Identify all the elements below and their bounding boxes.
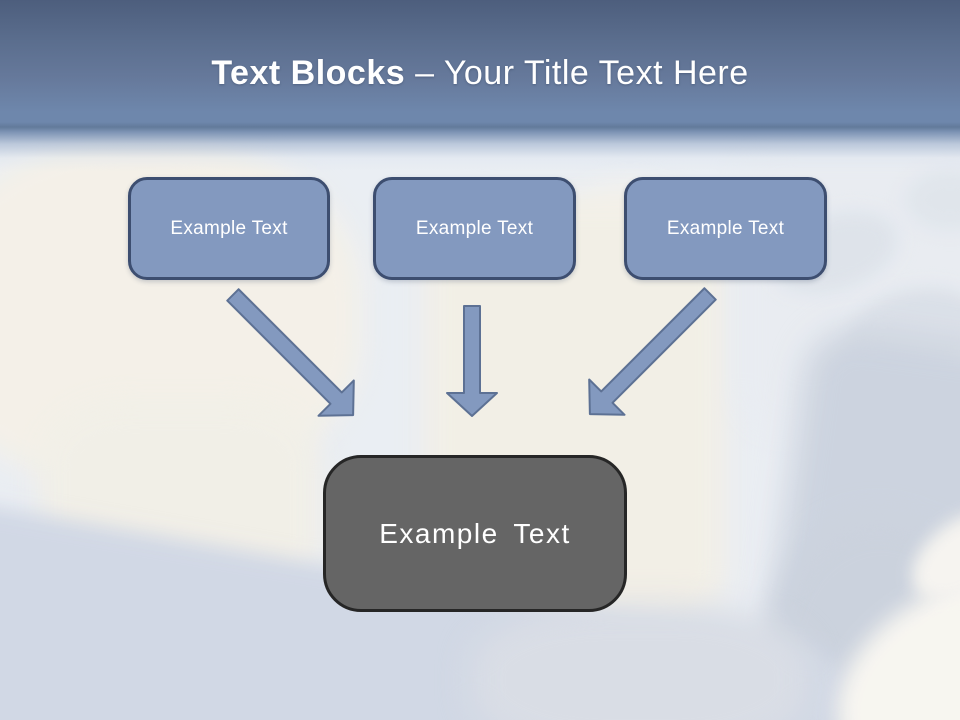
- text-block-2-label: Example Text: [415, 217, 534, 239]
- arrow-down-right-icon: [214, 276, 372, 434]
- text-block-2: Example Text: [373, 177, 576, 280]
- slide-title: Text Blocks – Your Title Text Here: [0, 54, 960, 92]
- text-block-3: Example Text: [624, 177, 827, 280]
- slide-title-bold: Text Blocks: [211, 54, 406, 92]
- center-text-block-label: Example Text: [379, 517, 571, 549]
- header-band: [0, 0, 960, 172]
- slide-title-rest: – Your Title Text Here: [415, 54, 749, 92]
- arrow-down-left-icon: [571, 275, 729, 433]
- bg-photo-shape: [470, 605, 810, 720]
- text-block-1: Example Text: [128, 177, 330, 280]
- arrow-down-icon: [446, 305, 498, 417]
- text-block-1-label: Example Text: [170, 217, 288, 239]
- text-block-3-label: Example Text: [666, 217, 785, 239]
- center-text-block: Example Text: [323, 455, 627, 612]
